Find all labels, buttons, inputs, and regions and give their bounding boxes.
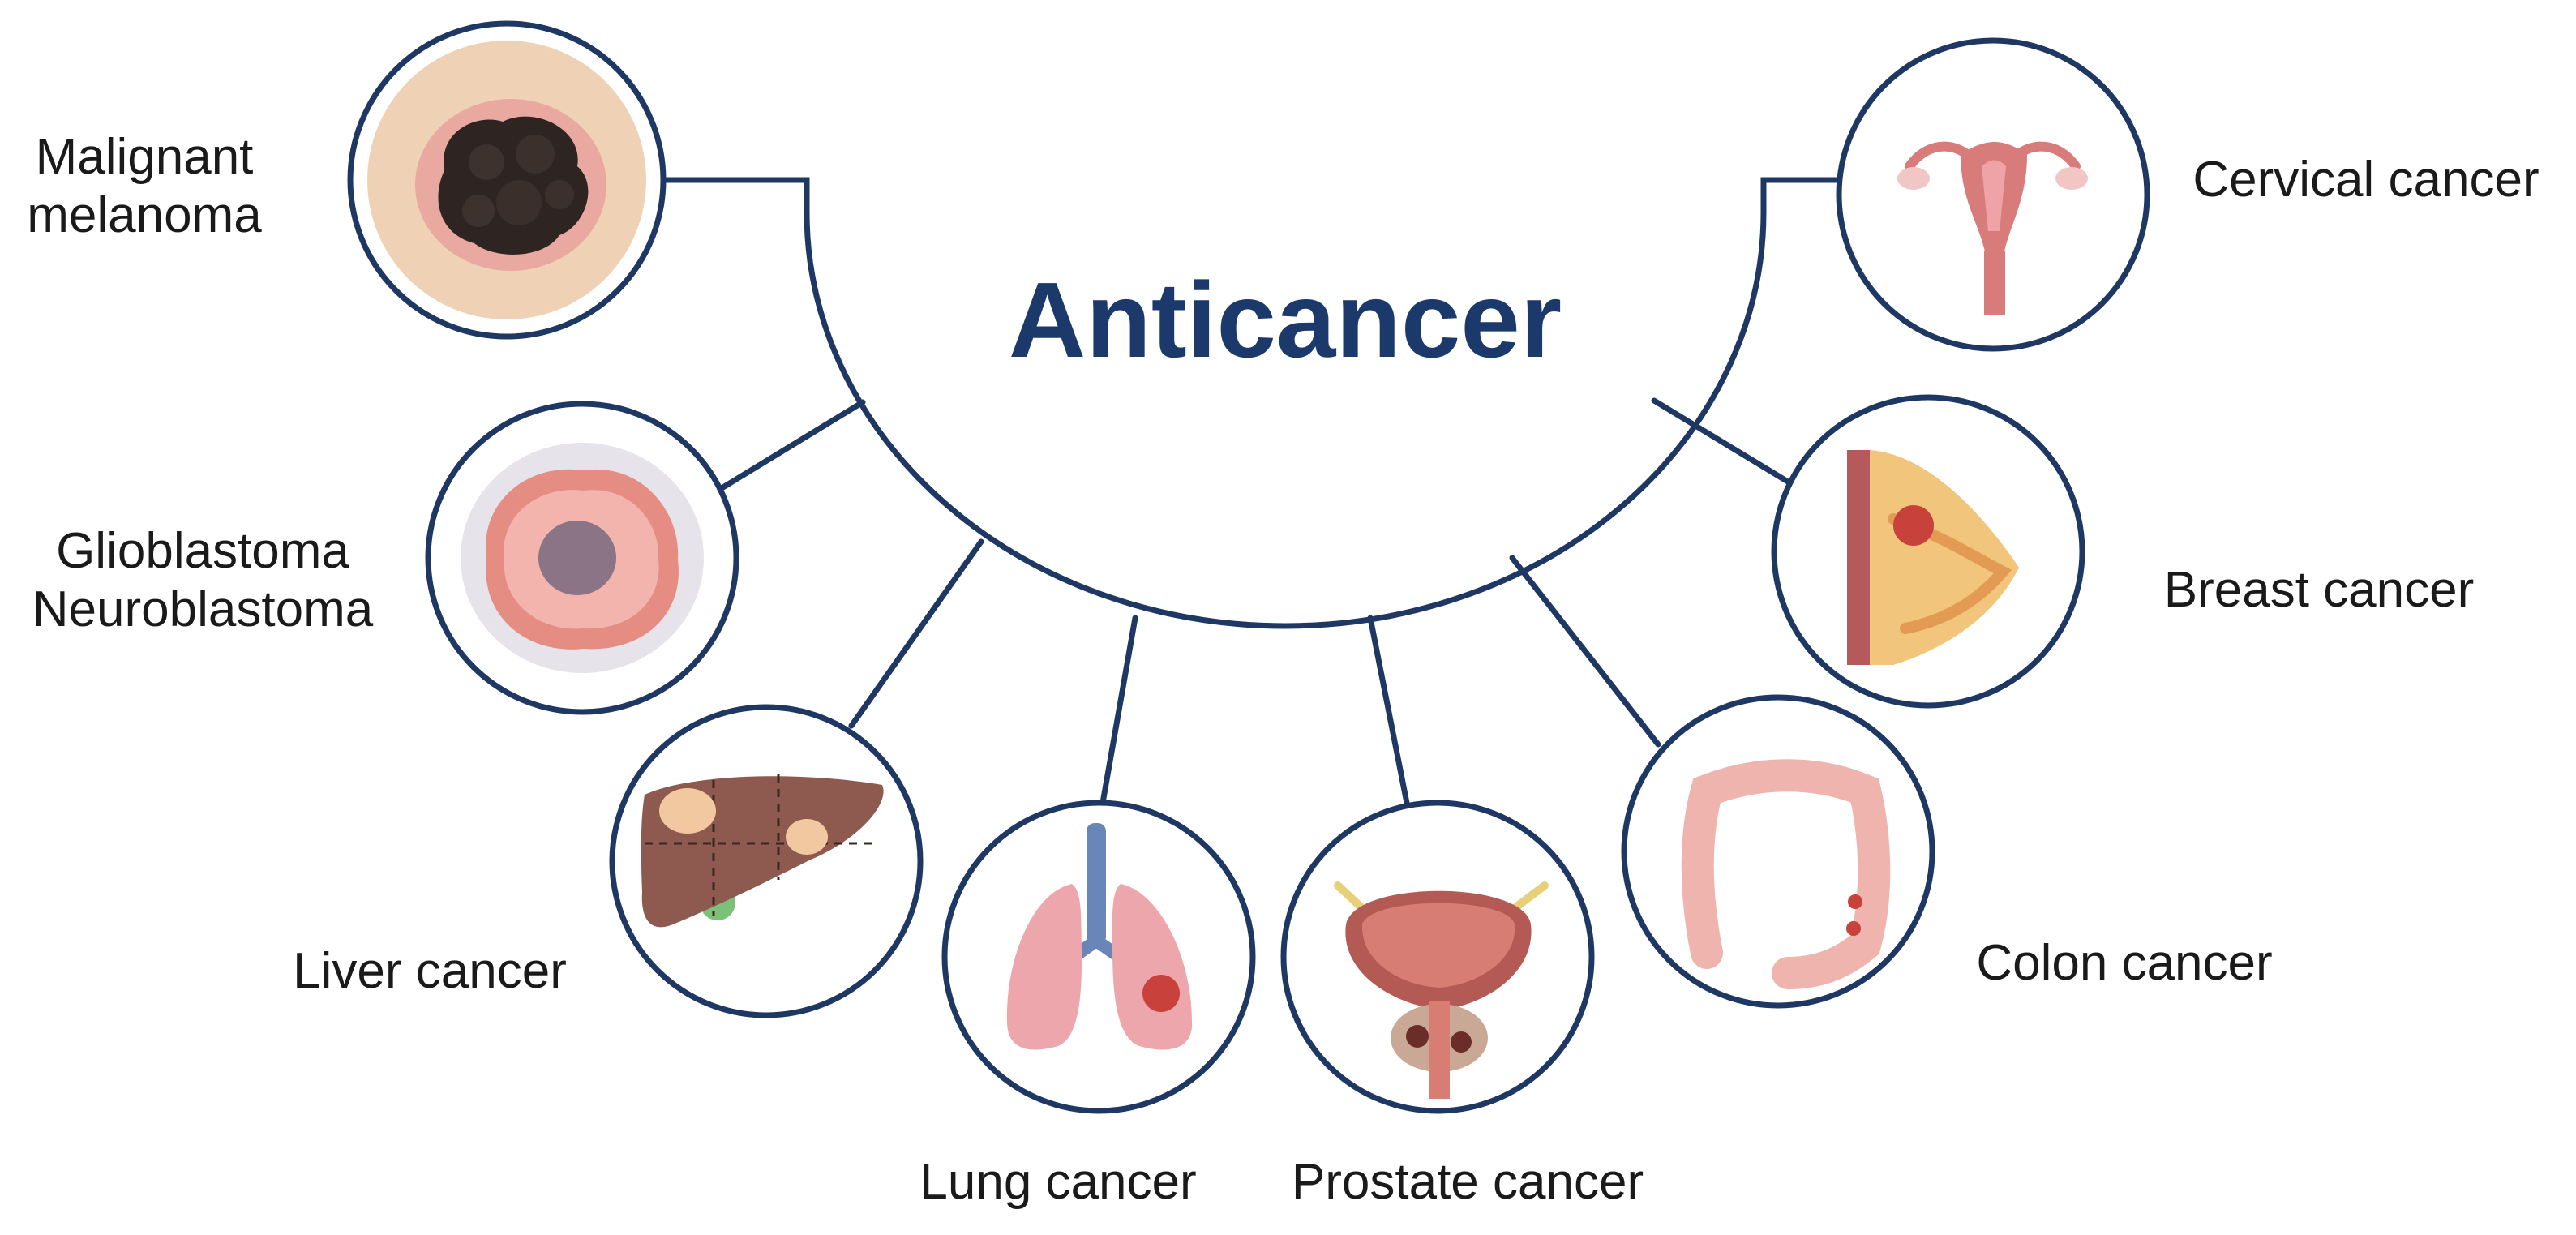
colon-icon bbox=[1681, 759, 1891, 989]
liver-icon bbox=[641, 774, 884, 928]
connector-liver bbox=[848, 538, 984, 729]
connector-lung bbox=[1099, 615, 1138, 806]
node-label-melanoma-1: Malignant bbox=[36, 129, 254, 185]
node-lung[interactable]: Lung cancer bbox=[919, 800, 1256, 1210]
node-label-liver: Liver cancer bbox=[293, 943, 567, 999]
connector-lines bbox=[718, 397, 1791, 806]
lungs-icon bbox=[1006, 823, 1193, 1050]
node-label-glioblastoma-1: Glioblastoma bbox=[56, 523, 349, 579]
hub-title: Anticancer bbox=[1009, 260, 1562, 380]
connector-prostate bbox=[1367, 615, 1410, 806]
node-cervical[interactable]: Cervical cancer bbox=[1836, 37, 2540, 352]
node-label-melanoma-2: melanoma bbox=[27, 187, 262, 243]
connector-glioblastoma bbox=[718, 399, 866, 491]
node-label-prostate: Prostate cancer bbox=[1292, 1154, 1644, 1210]
connector-breast bbox=[1651, 397, 1791, 485]
node-liver[interactable]: Liver cancer bbox=[293, 704, 924, 1018]
melanoma-lesion-icon bbox=[367, 41, 646, 319]
node-label-lung: Lung cancer bbox=[919, 1154, 1196, 1210]
node-breast[interactable]: Breast cancer bbox=[1771, 394, 2475, 709]
node-glioblastoma[interactable]: Glioblastoma Neuroblastoma bbox=[32, 401, 739, 715]
connector-colon bbox=[1509, 555, 1661, 748]
tumor-cell-icon bbox=[461, 443, 704, 673]
prostate-bladder-icon bbox=[1334, 881, 1549, 1099]
node-melanoma[interactable]: Malignant melanoma bbox=[27, 20, 667, 340]
node-label-cervical: Cervical cancer bbox=[2192, 152, 2539, 208]
breast-icon bbox=[1847, 450, 2019, 665]
node-prostate[interactable]: Prostate cancer bbox=[1280, 800, 1644, 1210]
node-label-colon: Colon cancer bbox=[1976, 935, 2272, 991]
uterus-icon bbox=[1897, 141, 2088, 315]
node-label-glioblastoma-2: Neuroblastoma bbox=[32, 581, 374, 637]
node-colon[interactable]: Colon cancer bbox=[1621, 694, 2273, 1009]
node-label-breast: Breast cancer bbox=[2164, 562, 2475, 618]
hub-arc bbox=[660, 177, 1907, 629]
